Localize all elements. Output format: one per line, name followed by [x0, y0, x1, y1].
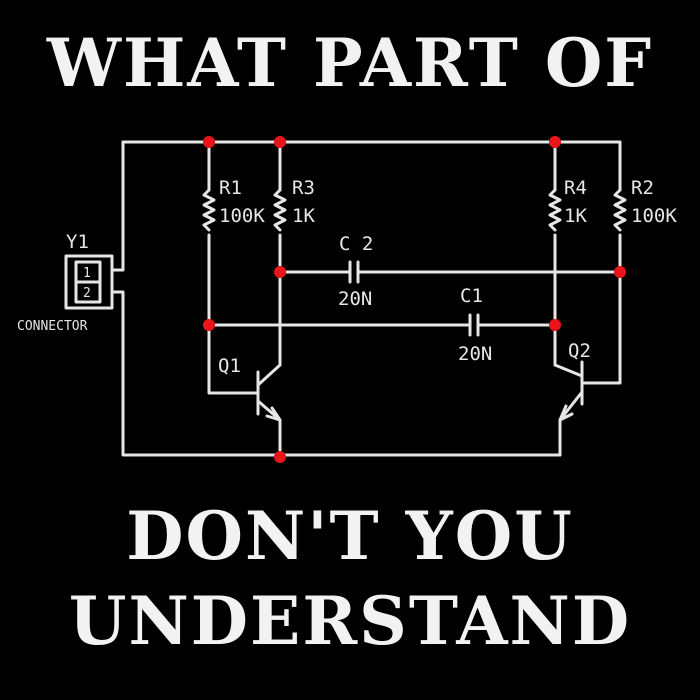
resistor-r4: [548, 188, 562, 232]
resistor-r1: [202, 188, 216, 232]
y1-pin2: 2: [83, 286, 91, 301]
headline-top: WHAT PART OF: [46, 24, 654, 102]
headline-middle: DON'T YOU: [126, 497, 574, 575]
r4-name: R4: [564, 177, 587, 199]
c2-name: C 2: [339, 233, 373, 255]
capacitor-c1: [468, 313, 480, 337]
transistor-q2: [553, 360, 584, 422]
junction-nodes: [203, 136, 626, 463]
r3-value: 1K: [292, 205, 315, 227]
y1-name: Y1: [66, 231, 89, 253]
r4-value: 1K: [564, 205, 587, 227]
capacitor-c2: [348, 260, 360, 284]
r3-name: R3: [292, 177, 315, 199]
r2-name: R2: [631, 177, 654, 199]
resistor-r3: [273, 188, 287, 232]
headline-bottom: UNDERSTAND: [68, 582, 632, 660]
c1-value: 20N: [458, 343, 492, 365]
r1-value: 100K: [219, 205, 265, 227]
c2-value: 20N: [338, 288, 372, 310]
y1-pin1: 1: [83, 266, 91, 281]
connector-y1: [64, 254, 114, 310]
q1-name: Q1: [218, 355, 241, 377]
transistor-q1: [256, 363, 282, 422]
y1-label: CONNECTOR: [17, 319, 88, 334]
wires: [110, 140, 622, 459]
resistor-r2: [613, 188, 627, 232]
q2-name: Q2: [568, 340, 591, 362]
r2-value: 100K: [631, 205, 677, 227]
c1-name: C1: [460, 285, 483, 307]
r1-name: R1: [219, 177, 242, 199]
